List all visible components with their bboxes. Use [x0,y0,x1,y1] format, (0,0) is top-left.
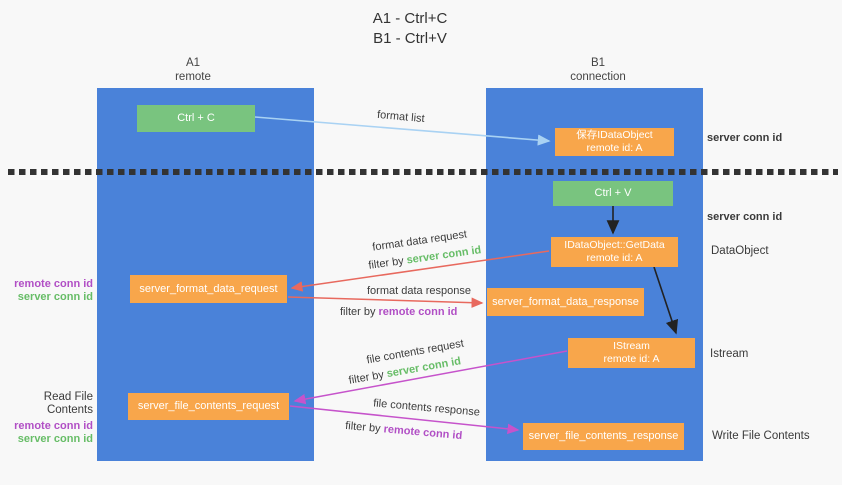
remote-conn-id-label: remote conn id [14,420,93,432]
filter-by-text: filter by [367,255,405,272]
format-response-label: server_format_data_response [492,295,639,308]
node-save-idataobject: 保存IDataObject remote id: A [555,128,674,156]
column-header-a1: A1 remote [133,56,253,84]
column-b1-label: connection [570,71,626,83]
filter-by-text: filter by [344,419,382,435]
label-write-file-contents: Write File Contents [712,430,810,442]
remote-conn-id-label: remote conn id [14,278,93,290]
column-a1-id: A1 [185,57,201,69]
node-server-file-contents-response: server_file_contents_response [523,423,684,450]
remote-conn-id-text: remote conn id [378,306,458,318]
label-filter-by-remote-conn-id-2: filter by remote conn id [345,420,463,442]
label-server-conn-id-top: server conn id [707,132,783,144]
label-filter-by-server-conn-id-2: filter by server conn id [348,355,462,387]
node-ctrl-v: Ctrl + V [553,181,673,206]
title-line-2: B1 - Ctrl+V [373,30,447,47]
ctrl-v-label: Ctrl + V [594,187,632,199]
node-ctrl-c: Ctrl + C [137,105,255,132]
save-idataobject-line1: 保存IDataObject [576,129,653,141]
getdata-line1: IDataObject::GetData [564,239,665,251]
file-response-label: server_file_contents_response [528,430,679,442]
section-divider-dotted-line [8,169,838,175]
column-a1-label: remote [175,71,211,83]
filter-by-text: filter by [340,306,376,318]
diagram-title: A1 - Ctrl+C B1 - Ctrl+V [310,9,510,49]
node-idataobject-getdata: IDataObject::GetData remote id: A [551,237,678,267]
file-request-label: server_file_contents_request [137,400,280,412]
label-server-conn-id-mid: server conn id [707,211,783,223]
label-filter-by-remote-conn-id-1: filter by remote conn id [340,306,457,318]
ctrl-c-label: Ctrl + C [177,112,215,124]
node-server-format-data-response: server_format_data_response [487,288,644,316]
format-data-response-arrow [287,296,484,308]
server-conn-id-text: server conn id [405,244,483,267]
filter-by-text: filter by [347,368,385,387]
format-request-label: server_format_data_request [139,282,278,295]
column-b1-id: B1 [590,57,606,69]
label-format-data-response: format data response [367,285,471,297]
left-conn-id-block-1: remote conn id server conn id [5,278,93,304]
istream-line1: IStream [613,340,650,352]
node-istream: IStream remote id: A [568,338,695,368]
server-conn-id-label: server conn id [17,291,93,303]
left-conn-id-block-2: Read File Contents remote conn id server… [5,391,93,446]
save-idataobject-line2: remote id: A [586,142,643,154]
node-server-format-data-request: server_format_data_request [130,275,287,303]
istream-line2: remote id: A [603,353,660,365]
getdata-line2: remote id: A [586,252,643,264]
label-istream: Istream [710,348,749,360]
read-file-contents-label: Read File Contents [43,391,93,416]
label-file-contents-response: file contents response [372,397,481,419]
remote-conn-id-text: remote conn id [383,423,463,443]
node-server-file-contents-request: server_file_contents_request [128,393,289,420]
column-header-b1: B1 connection [538,56,658,84]
server-conn-id-label: server conn id [17,433,93,445]
title-line-1: A1 - Ctrl+C [372,10,448,27]
label-dataobject: DataObject [711,245,769,257]
label-format-list: format list [376,108,426,126]
